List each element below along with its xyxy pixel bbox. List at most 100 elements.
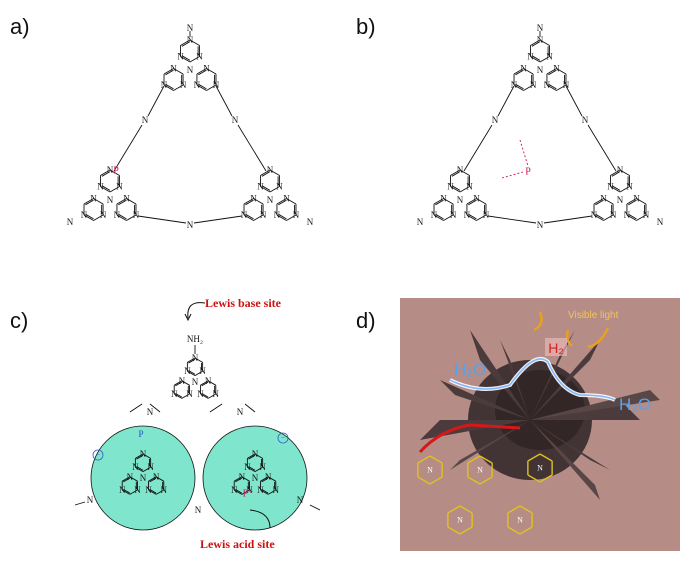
nitrogen-atom: N: [114, 210, 121, 220]
central-nitrogen-atom: N: [192, 377, 199, 387]
nitrogen-atom: N: [171, 389, 178, 399]
nitrogen-atom: N: [186, 389, 193, 399]
lewis-base-label: Lewis base site: [205, 296, 282, 310]
phosphonium-atom-top: P: [138, 429, 143, 439]
nitrogen-atom: N: [610, 210, 617, 220]
nitrogen-atom: N: [132, 462, 139, 472]
lattice-nitrogen: N: [427, 466, 433, 475]
nitrogen-atom: N: [600, 194, 607, 204]
nitrogen-atom: N: [196, 52, 203, 62]
central-nitrogen-atom: N: [267, 195, 274, 205]
nitrogen-atom: N: [184, 366, 191, 376]
lewis-circle-right: [202, 425, 308, 531]
nitrogen-atom: N: [473, 194, 480, 204]
bridging-nitrogen: N: [232, 115, 239, 125]
nitrogen-atom: N: [203, 64, 210, 74]
red-boundary-line: [418, 423, 521, 454]
nitrogen-atom: N: [231, 485, 238, 495]
central-nitrogen-atom: N: [252, 473, 259, 483]
nitrogen-atom: N: [133, 210, 140, 220]
nitrogen-atom: N: [440, 194, 447, 204]
nitrogen-atom: N: [100, 210, 107, 220]
h2-highlight: [545, 338, 567, 356]
nitrogen-atom: N: [591, 210, 598, 220]
lattice-nitrogen: N: [537, 464, 543, 473]
nitrogen-atom: N: [107, 165, 114, 175]
panel-b-label: b): [356, 14, 376, 39]
nitrogen-atom: N: [250, 194, 257, 204]
central-nitrogen-atom: N: [617, 195, 624, 205]
nitrogen-atom: N: [170, 64, 177, 74]
nitrogen-atom: N: [147, 462, 154, 472]
nitrogen-atom: N: [274, 210, 281, 220]
nitrogen-atom: N: [97, 182, 104, 192]
nitrogen-atom: N: [244, 462, 251, 472]
h2-label: H₂: [548, 340, 564, 356]
panel-a-label: a): [10, 14, 30, 39]
terminal-nitrogen: N: [87, 495, 94, 505]
nitrogen-atom: N: [457, 165, 464, 175]
nitrogen-atom: N: [194, 80, 201, 90]
nitrogen-atom: N: [633, 194, 640, 204]
nitrogen-atom: N: [90, 194, 97, 204]
bridging-nitrogen: N: [187, 220, 194, 230]
nitrogen-atom: N: [624, 210, 631, 220]
svg-text:−: −: [96, 451, 101, 460]
nitrogen-atom: N: [563, 80, 570, 90]
lewis-base-arrow: [187, 302, 206, 319]
nitrogen-atom: N: [187, 35, 194, 45]
nitrogen-atom: N: [607, 182, 614, 192]
central-nitrogen-atom: N: [537, 65, 544, 75]
nitrogen-atom: N: [293, 210, 300, 220]
nitrogen-atom: N: [213, 80, 220, 90]
nitrogen-atom: N: [276, 182, 283, 192]
h2o-right-label: H₂O: [619, 395, 651, 414]
central-nitrogen-atom: N: [107, 195, 114, 205]
terminal-amine: N: [537, 23, 544, 33]
phosphonium-atom-inner: P⁺: [243, 489, 254, 500]
nitrogen-atom: N: [192, 353, 199, 363]
terminal-amine: N: [67, 217, 74, 227]
nitrogen-atom: N: [483, 210, 490, 220]
terminal-amine: N: [417, 217, 424, 227]
terminal-nitrogen: N: [297, 495, 304, 505]
nitrogen-atom: N: [134, 485, 141, 495]
nitrogen-atom: N: [145, 485, 152, 495]
nitrogen-atom: N: [140, 449, 147, 459]
lewis-acid-label: Lewis acid site: [200, 537, 275, 551]
nitrogen-atom: N: [520, 64, 527, 74]
central-nitrogen-atom: N: [457, 195, 464, 205]
nitrogen-atom: N: [197, 389, 204, 399]
nitrogen-atom: N: [447, 182, 454, 192]
nitrogen-atom: N: [153, 472, 160, 482]
nitrogen-atom: N: [450, 210, 457, 220]
nitrogen-atom: N: [546, 52, 553, 62]
nitrogen-atom: N: [617, 165, 624, 175]
bridging-nitrogen: N: [142, 115, 149, 125]
nanoflower-image: [420, 330, 660, 500]
visible-light-label: Visible light: [568, 310, 619, 321]
nitrogen-atom: N: [537, 35, 544, 45]
nitrogen-atom: N: [252, 449, 259, 459]
bridging-nitrogen: N: [147, 407, 154, 417]
nitrogen-atom: N: [205, 376, 212, 386]
nitrogen-atom: N: [119, 485, 126, 495]
nitrogen-atom: N: [241, 210, 248, 220]
nitrogen-atom: N: [273, 485, 280, 495]
light-arrow-2: [587, 327, 610, 349]
nitrogen-atom: N: [511, 80, 518, 90]
lattice-nitrogen: N: [457, 516, 463, 525]
lewis-circle-left: [90, 425, 196, 531]
nitrogen-atom: N: [265, 472, 272, 482]
nitrogen-atom: N: [643, 210, 650, 220]
nitrogen-atom: N: [161, 80, 168, 90]
phosphorus-atom: P: [525, 167, 531, 178]
nitrogen-atom: N: [259, 462, 266, 472]
terminal-amine: N: [307, 217, 314, 227]
svg-text:−: −: [281, 434, 286, 443]
